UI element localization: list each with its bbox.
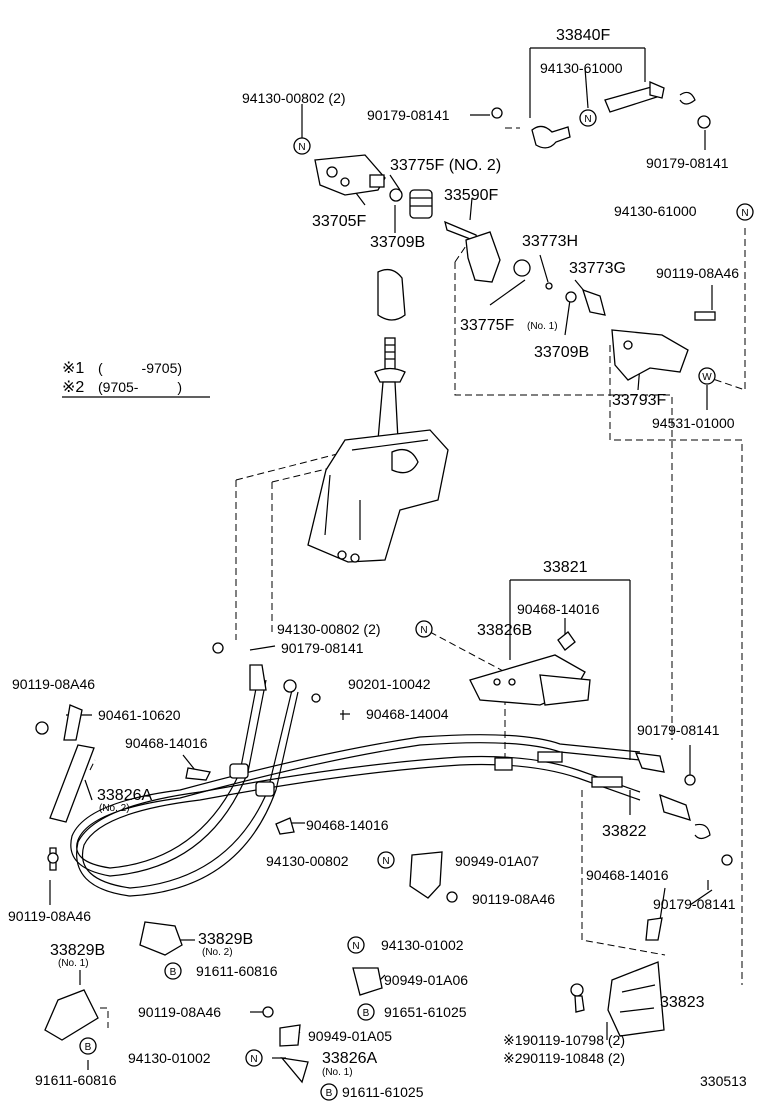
upper-linkage-parts	[314, 81, 716, 381]
circled-symbols: N N N W N N B N	[79, 109, 754, 1101]
shift-lever-assembly	[307, 268, 449, 563]
part-label-sub: (No. 1)	[527, 321, 558, 332]
diagram-code: 330513	[700, 1073, 747, 1089]
part-label: 94130-00802 (2)	[242, 90, 346, 106]
part-label: 90179-08141	[367, 107, 450, 123]
part-label: 33823	[660, 994, 705, 1011]
svg-text:B: B	[85, 1042, 92, 1053]
part-label: 91611-60816	[196, 963, 278, 979]
part-label: 90179-08141	[653, 896, 736, 912]
part-label: 94130-00802 (2)	[277, 621, 381, 637]
svg-text:B: B	[326, 1088, 333, 1099]
part-label: 33821	[543, 559, 588, 576]
dashed-guide-lines	[89, 127, 746, 1028]
b-symbol: B	[320, 1083, 338, 1101]
part-label: 91651-61025	[384, 1004, 467, 1020]
part-label: 94130-00802	[266, 853, 349, 869]
svg-text:N: N	[250, 1054, 257, 1065]
n-symbol: N	[347, 936, 365, 954]
part-label: ※290119-10848 (2)	[503, 1050, 625, 1066]
part-label: 90119-08A46	[12, 676, 95, 692]
n-symbol: N	[245, 1049, 263, 1067]
part-label: 90461-10620	[98, 707, 181, 723]
svg-text:W: W	[702, 372, 712, 383]
cable-assembly	[70, 642, 733, 897]
part-label: 33709B	[534, 344, 589, 361]
part-label: ※190119-10798 (2)	[503, 1032, 625, 1048]
part-label: 90179-08141	[646, 155, 729, 171]
part-label: 33590F	[444, 187, 498, 204]
bracket-parts	[35, 631, 665, 1084]
svg-text:N: N	[584, 114, 591, 125]
part-label-sub: (No. 2)	[202, 947, 233, 958]
part-label: 90949-01A07	[455, 853, 539, 869]
part-label: 90468-14016	[517, 601, 600, 617]
n-symbol: N	[377, 851, 395, 869]
part-label: 33705F	[312, 213, 366, 230]
svg-text:N: N	[352, 941, 359, 952]
part-label: 94130-61000	[614, 203, 697, 219]
part-label: 33826A	[322, 1050, 377, 1067]
part-label: 90468-14016	[125, 735, 208, 751]
part-label: 90119-08A46	[8, 908, 91, 924]
svg-text:N: N	[420, 625, 427, 636]
part-label-sub: (No. 1)	[322, 1067, 353, 1078]
svg-text:N: N	[298, 142, 305, 153]
part-label: 33793F	[612, 392, 666, 409]
n-symbol: N	[293, 137, 311, 155]
part-label: 33773G	[569, 260, 626, 277]
part-label: 33709B	[370, 234, 425, 251]
part-label-sub: (No. 1)	[58, 958, 89, 969]
svg-text:N: N	[382, 856, 389, 867]
n-symbol: N	[736, 203, 754, 221]
legend-range-1: ( -9705)	[98, 360, 182, 376]
part-label: 33840F	[556, 27, 610, 44]
part-label: 33775F (NO. 2)	[390, 157, 501, 174]
part-label: 33822	[602, 823, 647, 840]
legend-mark-2: ※2	[62, 379, 84, 396]
part-label: 90949-01A06	[384, 972, 468, 988]
part-label: 94531-01000	[652, 415, 735, 431]
w-symbol: W	[698, 367, 716, 385]
svg-text:N: N	[741, 208, 748, 219]
part-label: 90119-08A46	[138, 1004, 221, 1020]
part-label: 33829B	[50, 942, 105, 959]
n-symbol: N	[415, 620, 433, 638]
part-label: 33775F	[460, 317, 514, 334]
b-symbol: B	[357, 1003, 375, 1021]
part-label: 94130-61000	[540, 60, 623, 76]
part-label: 90468-14016	[586, 867, 669, 883]
legend-mark-1: ※1	[62, 360, 84, 377]
svg-text:B: B	[170, 967, 177, 978]
part-label-sub: (No. 2)	[99, 803, 130, 814]
part-label: 33773H	[522, 233, 578, 250]
part-label: 90119-08A46	[656, 265, 739, 281]
part-labels: 33840F 94130-61000 94130-00802 (2) 90179…	[8, 27, 747, 1100]
part-label: 94130-01002	[128, 1050, 211, 1066]
part-label: 90179-08141	[281, 640, 364, 656]
part-label: 91611-60816	[35, 1072, 117, 1088]
part-label: 90179-08141	[637, 722, 720, 738]
part-label: 33826B	[477, 622, 532, 639]
svg-text:B: B	[363, 1008, 370, 1019]
part-label: 91611-61025	[342, 1084, 424, 1100]
legend-range-2: (9705- )	[98, 379, 182, 395]
part-label: 33826A	[97, 787, 152, 804]
part-label: 90468-14004	[366, 706, 449, 722]
n-symbol: N	[579, 109, 597, 127]
part-label: 90201-10042	[348, 676, 431, 692]
part-label: 90468-14016	[306, 817, 389, 833]
b-symbol: B	[164, 962, 182, 980]
legend: ※1 ( -9705) ※2 (9705- )	[62, 360, 210, 398]
b-symbol: B	[79, 1037, 97, 1055]
part-label: 90119-08A46	[472, 891, 555, 907]
part-label: 33829B	[198, 931, 253, 948]
part-label: 94130-01002	[381, 937, 464, 953]
part-label: 90949-01A05	[308, 1028, 392, 1044]
